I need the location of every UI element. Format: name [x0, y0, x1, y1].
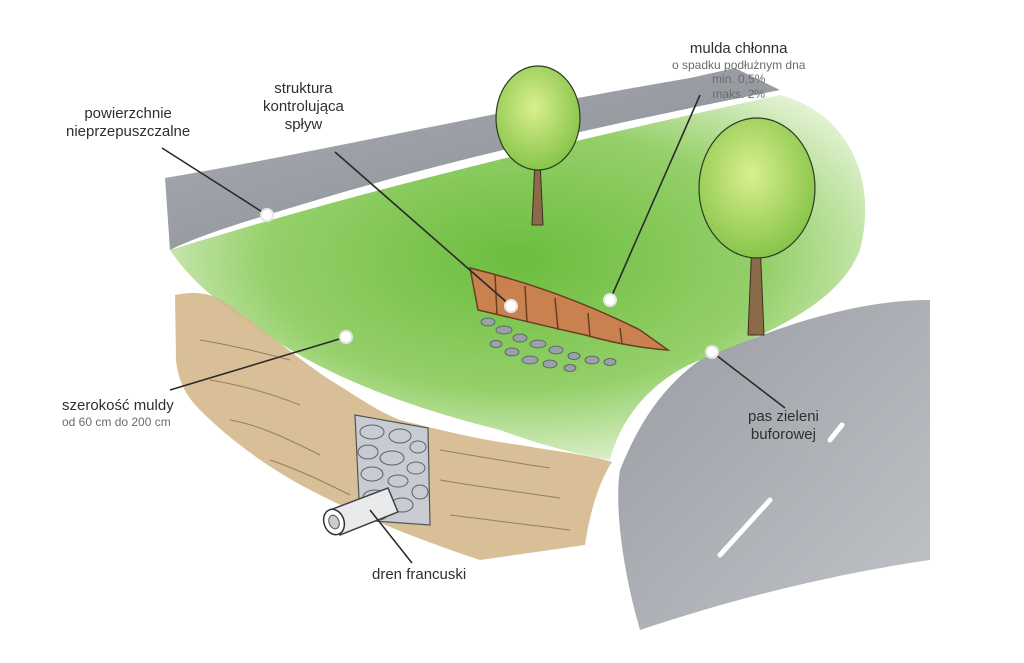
marker-dots: [260, 208, 719, 359]
label-width-title: szerokość muldy: [62, 397, 174, 414]
label-runoff-line3: spływ: [284, 116, 323, 133]
label-runoff-control-structure: struktura kontrolująca spływ: [263, 80, 344, 134]
leader-drain: [369, 509, 413, 564]
label-impervious-line2: nieprzepuszczalne: [66, 123, 191, 140]
leader-buffer: [711, 351, 786, 409]
marker-buffer: [705, 345, 719, 359]
label-swale-sub1: o spadku podłużnym dna: [672, 58, 806, 72]
label-buffer-line1: pas zieleni: [748, 408, 819, 425]
label-swale-width: szerokość muldy od 60 cm do 200 cm: [62, 397, 174, 429]
leader-width: [169, 336, 347, 391]
near-road: [618, 300, 930, 630]
stone-bed: [480, 317, 617, 372]
label-french-drain: dren francuski: [372, 566, 466, 584]
label-absorbent-swale: mulda chłonna o spadku podłużnym dna min…: [672, 40, 805, 101]
leader-lines: [161, 94, 786, 564]
label-buffer-line2: buforowej: [750, 426, 816, 443]
label-swale-sub3: maks. 2%: [712, 86, 766, 101]
label-drain-title: dren francuski: [372, 566, 467, 583]
label-swale-sub2: min. 0,5%: [712, 72, 766, 87]
marker-width: [339, 330, 353, 344]
grass-surface: [170, 95, 866, 460]
marker-impervious: [260, 208, 274, 222]
label-width-sub: od 60 cm do 200 cm: [62, 415, 171, 429]
label-runoff-line1: struktura: [274, 80, 333, 97]
label-swale-title: mulda chłonna: [689, 40, 788, 57]
label-impervious-line1: powierzchnie: [84, 105, 172, 122]
leader-swale: [609, 94, 701, 301]
leader-impervious: [161, 147, 268, 216]
drain-pipe: [322, 487, 399, 536]
near-road-markings: [717, 422, 845, 558]
label-impervious-surfaces: powierzchnie nieprzepuszczalne: [66, 105, 190, 141]
tree-far: [495, 65, 581, 226]
marker-runoff-structure: [504, 299, 518, 313]
label-buffer-strip: pas zieleni buforowej: [748, 408, 819, 444]
label-runoff-line2: kontrolująca: [263, 98, 344, 115]
marker-swale: [603, 293, 617, 307]
leader-runoff-structure: [334, 151, 512, 307]
tree-near: [698, 117, 816, 336]
runoff-control-structure: [469, 266, 671, 372]
